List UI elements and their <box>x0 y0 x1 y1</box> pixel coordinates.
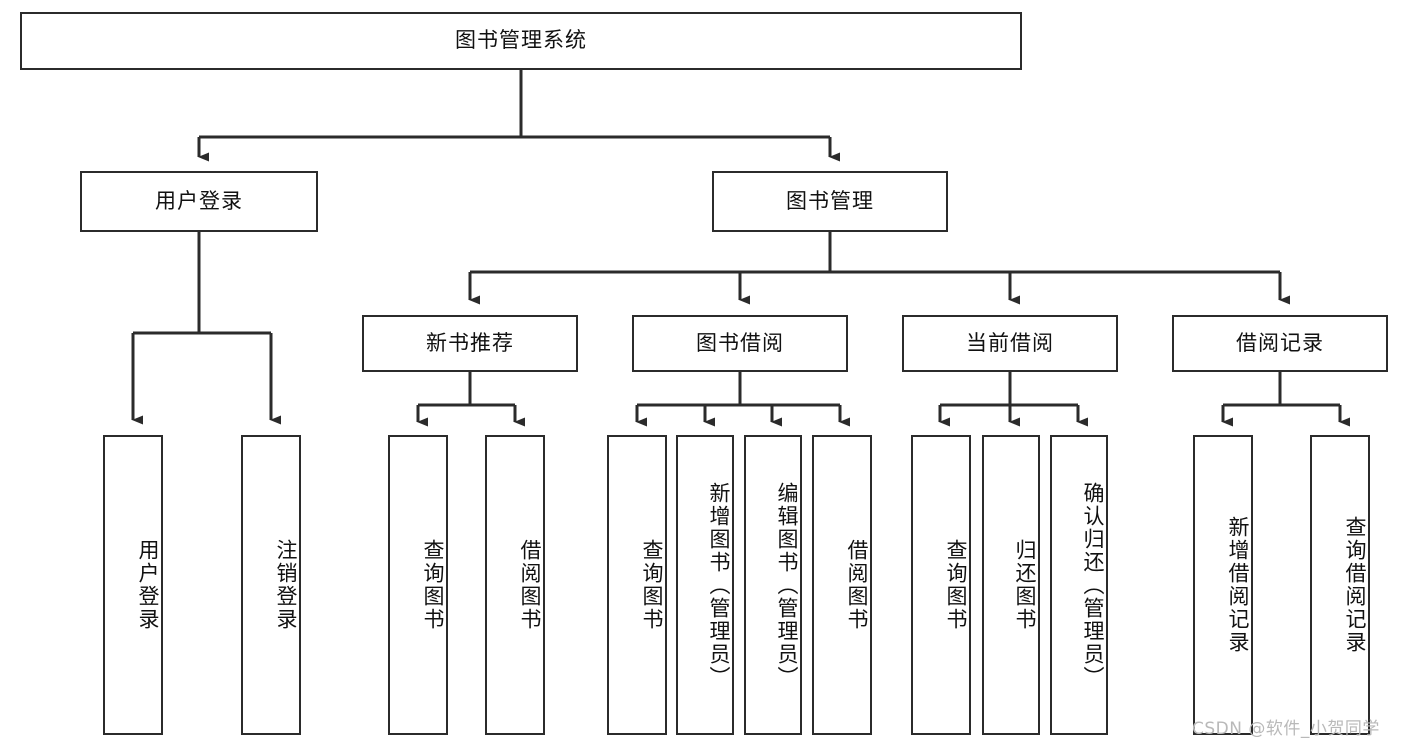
edges-newbook-to-leaves <box>416 372 525 427</box>
leaf-query-book-current[interactable]: 查询图书 <box>911 435 971 735</box>
node-book-borrow[interactable]: 图书借阅 <box>632 315 848 372</box>
edges-userlogin-to-leaves <box>131 232 281 425</box>
leaf-return-book[interactable]: 归还图书 <box>982 435 1040 735</box>
node-label: 编辑图书（管理员） <box>775 481 799 689</box>
node-label: 图书管理 <box>786 188 874 213</box>
node-new-book-recommend[interactable]: 新书推荐 <box>362 315 578 372</box>
leaf-edit-book-admin[interactable]: 编辑图书（管理员） <box>744 435 802 735</box>
leaf-query-book-recommend[interactable]: 查询图书 <box>388 435 448 735</box>
node-label: 用户登录 <box>155 188 243 213</box>
node-label: 新书推荐 <box>426 330 514 355</box>
node-label: 图书管理系统 <box>455 28 587 53</box>
leaf-confirm-return-admin[interactable]: 确认归还（管理员） <box>1050 435 1108 735</box>
node-label: 用户登录 <box>136 539 160 631</box>
edges-root-to-level1 <box>197 70 840 162</box>
node-root-library-system[interactable]: 图书管理系统 <box>20 12 1022 70</box>
node-label: 查询图书 <box>421 539 445 631</box>
leaf-add-borrow-record[interactable]: 新增借阅记录 <box>1193 435 1253 735</box>
edges-current-to-leaves <box>938 372 1088 427</box>
edges-borrow-to-leaves <box>635 372 850 427</box>
node-label: 查询图书 <box>944 539 968 631</box>
node-label: 注销登录 <box>274 539 298 631</box>
csdn-watermark: CSDN @软件_小贺同学 <box>1192 719 1380 739</box>
node-user-login[interactable]: 用户登录 <box>80 171 318 232</box>
leaf-logout[interactable]: 注销登录 <box>241 435 301 735</box>
edges-record-to-leaves <box>1221 372 1350 427</box>
node-book-management[interactable]: 图书管理 <box>712 171 948 232</box>
node-label: 新增图书（管理员） <box>707 481 731 689</box>
leaf-borrow-book[interactable]: 借阅图书 <box>812 435 872 735</box>
leaf-add-book-admin[interactable]: 新增图书（管理员） <box>676 435 734 735</box>
node-label: 借阅记录 <box>1236 330 1324 355</box>
node-label: 归还图书 <box>1013 539 1037 631</box>
edges-bookmgmt-to-level2 <box>468 232 1290 305</box>
node-label: 确认归还（管理员） <box>1081 481 1105 689</box>
leaf-user-login[interactable]: 用户登录 <box>103 435 163 735</box>
leaf-query-book-borrow[interactable]: 查询图书 <box>607 435 667 735</box>
node-label: 借阅图书 <box>845 539 869 631</box>
node-borrow-record[interactable]: 借阅记录 <box>1172 315 1388 372</box>
node-label: 查询图书 <box>640 539 664 631</box>
node-current-borrow[interactable]: 当前借阅 <box>902 315 1118 372</box>
node-label: 查询借阅记录 <box>1343 516 1367 654</box>
node-label: 借阅图书 <box>518 539 542 631</box>
node-label: 当前借阅 <box>966 330 1054 355</box>
leaf-query-borrow-record[interactable]: 查询借阅记录 <box>1310 435 1370 735</box>
leaf-borrow-book-recommend[interactable]: 借阅图书 <box>485 435 545 735</box>
node-label: 图书借阅 <box>696 330 784 355</box>
node-label: 新增借阅记录 <box>1226 516 1250 654</box>
